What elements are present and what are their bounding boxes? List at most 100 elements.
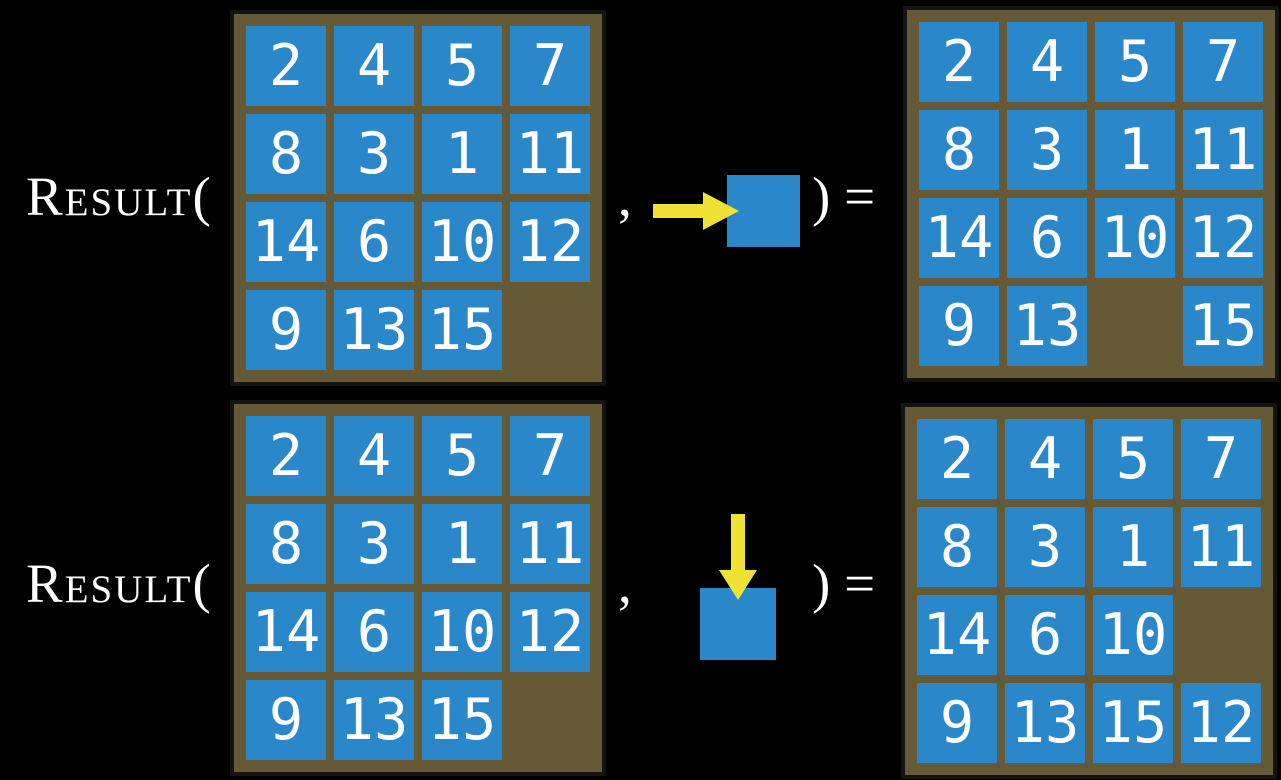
puzzle-tile-10: 10 — [1095, 198, 1175, 278]
tile-number: 3 — [1029, 116, 1065, 183]
blank-tile-square — [700, 588, 776, 660]
puzzle-tile-7: 7 — [510, 416, 590, 496]
comma-separator: , — [618, 166, 632, 227]
tile-number: 15 — [1188, 292, 1258, 359]
puzzle-tile-9: 9 — [246, 680, 326, 760]
puzzle-tile-14: 14 — [917, 595, 997, 675]
down-arrow-icon — [719, 514, 757, 600]
puzzle-tile-1: 1 — [1093, 507, 1173, 587]
tile-number: 7 — [1203, 425, 1239, 492]
puzzle-tile-12: 12 — [1183, 198, 1263, 278]
tile-number: 13 — [1010, 689, 1080, 756]
tile-number: 10 — [427, 208, 497, 275]
puzzle-tile-8: 8 — [246, 504, 326, 584]
tile-number: 1 — [444, 120, 480, 187]
puzzle-tile-12: 12 — [510, 202, 590, 282]
tile-number: 12 — [1188, 204, 1258, 271]
puzzle-tile-10: 10 — [422, 202, 502, 282]
tile-number: 15 — [427, 296, 497, 363]
tile-number: 9 — [941, 292, 977, 359]
puzzle-tile-9: 9 — [917, 683, 997, 763]
puzzle-tile-2: 2 — [246, 416, 326, 496]
tile-number: 10 — [1100, 204, 1170, 271]
tile-number: 4 — [1027, 425, 1063, 492]
function-name: Result — [26, 553, 193, 614]
tile-number: 15 — [427, 686, 497, 753]
puzzle-tile-12: 12 — [510, 592, 590, 672]
right-arrow-icon — [653, 192, 739, 230]
puzzle-tile-5: 5 — [1093, 419, 1173, 499]
puzzle-tile-6: 6 — [1005, 595, 1085, 675]
puzzle-tile-8: 8 — [919, 110, 999, 190]
puzzle-tile-14: 14 — [919, 198, 999, 278]
blank-tile-square — [727, 175, 800, 247]
puzzle-tile-5: 5 — [1095, 22, 1175, 102]
puzzle-tile-2: 2 — [246, 26, 326, 106]
puzzle-tile-2: 2 — [917, 419, 997, 499]
tile-number: 10 — [1098, 601, 1168, 668]
puzzle-empty-cell — [1181, 595, 1261, 675]
tile-number: 7 — [532, 32, 568, 99]
puzzle-tile-12: 12 — [1181, 683, 1261, 763]
puzzle-empty-cell — [510, 290, 590, 370]
puzzle-tile-6: 6 — [334, 202, 414, 282]
puzzle-tile-3: 3 — [334, 504, 414, 584]
tile-number: 5 — [444, 32, 480, 99]
comma-separator: , — [618, 553, 632, 614]
puzzle-tile-14: 14 — [246, 202, 326, 282]
tile-number: 3 — [356, 120, 392, 187]
close-paren-equals: ) = — [812, 166, 876, 227]
puzzle-tile-2: 2 — [919, 22, 999, 102]
puzzle-tile-9: 9 — [919, 286, 999, 366]
tile-number: 11 — [1188, 116, 1258, 183]
tile-number: 1 — [1117, 116, 1153, 183]
puzzle-tile-7: 7 — [1181, 419, 1261, 499]
puzzle-empty-cell — [1095, 286, 1175, 366]
tile-number: 2 — [268, 32, 304, 99]
tile-number: 1 — [444, 510, 480, 577]
puzzle-tile-14: 14 — [246, 592, 326, 672]
tile-number: 2 — [941, 28, 977, 95]
result-function-label: Result( — [26, 169, 211, 224]
puzzle-empty-cell — [510, 680, 590, 760]
tile-number: 6 — [356, 208, 392, 275]
tile-number: 9 — [939, 689, 975, 756]
tile-number: 2 — [268, 422, 304, 489]
puzzle-tile-13: 13 — [334, 290, 414, 370]
tile-number: 4 — [1029, 28, 1065, 95]
tile-number: 12 — [515, 598, 585, 665]
puzzle-tile-5: 5 — [422, 416, 502, 496]
function-name: Result — [26, 166, 193, 227]
puzzle-tile-5: 5 — [422, 26, 502, 106]
tile-number: 7 — [1205, 28, 1241, 95]
tile-number: 8 — [939, 513, 975, 580]
tile-number: 11 — [515, 120, 585, 187]
puzzle-tile-1: 1 — [422, 504, 502, 584]
puzzle-tile-4: 4 — [334, 416, 414, 496]
puzzle-tile-13: 13 — [334, 680, 414, 760]
puzzle-tile-7: 7 — [1183, 22, 1263, 102]
open-paren: ( — [192, 553, 211, 614]
puzzle-tile-4: 4 — [1005, 419, 1085, 499]
tile-number: 4 — [356, 422, 392, 489]
tile-number: 5 — [1117, 28, 1153, 95]
tile-number: 11 — [1186, 513, 1256, 580]
tile-number: 6 — [1029, 204, 1065, 271]
puzzle-tile-15: 15 — [1093, 683, 1173, 763]
tile-number: 6 — [1027, 601, 1063, 668]
tile-number: 8 — [941, 116, 977, 183]
tile-number: 8 — [268, 510, 304, 577]
puzzle-tile-15: 15 — [422, 680, 502, 760]
puzzle-tile-1: 1 — [422, 114, 502, 194]
tile-number: 7 — [532, 422, 568, 489]
puzzle-tile-4: 4 — [1007, 22, 1087, 102]
puzzle-tile-11: 11 — [510, 114, 590, 194]
tile-number: 8 — [268, 120, 304, 187]
puzzle-tile-15: 15 — [1183, 286, 1263, 366]
puzzle-tile-13: 13 — [1005, 683, 1085, 763]
puzzle-tile-3: 3 — [1005, 507, 1085, 587]
tile-number: 13 — [339, 686, 409, 753]
